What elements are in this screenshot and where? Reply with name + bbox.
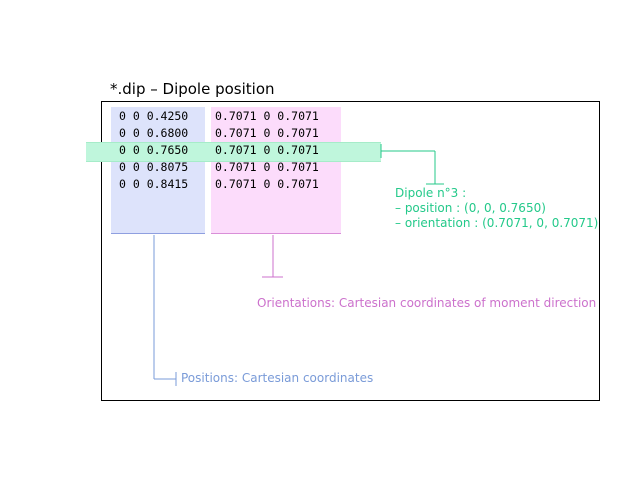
dipole-connector	[380, 144, 444, 185]
dipole-heading: Dipole n°3 :	[395, 186, 467, 200]
positions-connector	[153, 235, 177, 386]
highlighted-row	[86, 142, 381, 162]
diagram-frame	[101, 101, 600, 401]
position-row: 0 0 0.8415	[119, 177, 189, 191]
positions-note: Positions: Cartesian coordinates	[181, 371, 374, 385]
orientation-row: 0.7071 0 0.7071	[215, 143, 319, 157]
position-row: 0 0 0.7650	[119, 143, 189, 157]
orientation-row: 0.7071 0 0.7071	[215, 177, 319, 191]
orientation-row: 0.7071 0 0.7071	[215, 160, 319, 174]
position-row: 0 0 0.4250	[119, 109, 189, 123]
orientations-column	[211, 107, 341, 234]
position-row: 0 0 0.8075	[119, 160, 189, 174]
diagram-title: *.dip – Dipole position	[110, 80, 275, 98]
orientations-connector	[262, 235, 283, 278]
orientation-row: 0.7071 0 0.7071	[215, 109, 319, 123]
dipole-orientation: – orientation : (0.7071, 0, 0.7071)	[395, 216, 599, 230]
positions-column	[111, 107, 205, 234]
dipole-position: – position : (0, 0, 0.7650)	[395, 201, 546, 215]
orientation-row: 0.7071 0 0.7071	[215, 126, 319, 140]
orientations-note: Orientations: Cartesian coordinates of m…	[257, 296, 597, 310]
position-row: 0 0 0.6800	[119, 126, 189, 140]
